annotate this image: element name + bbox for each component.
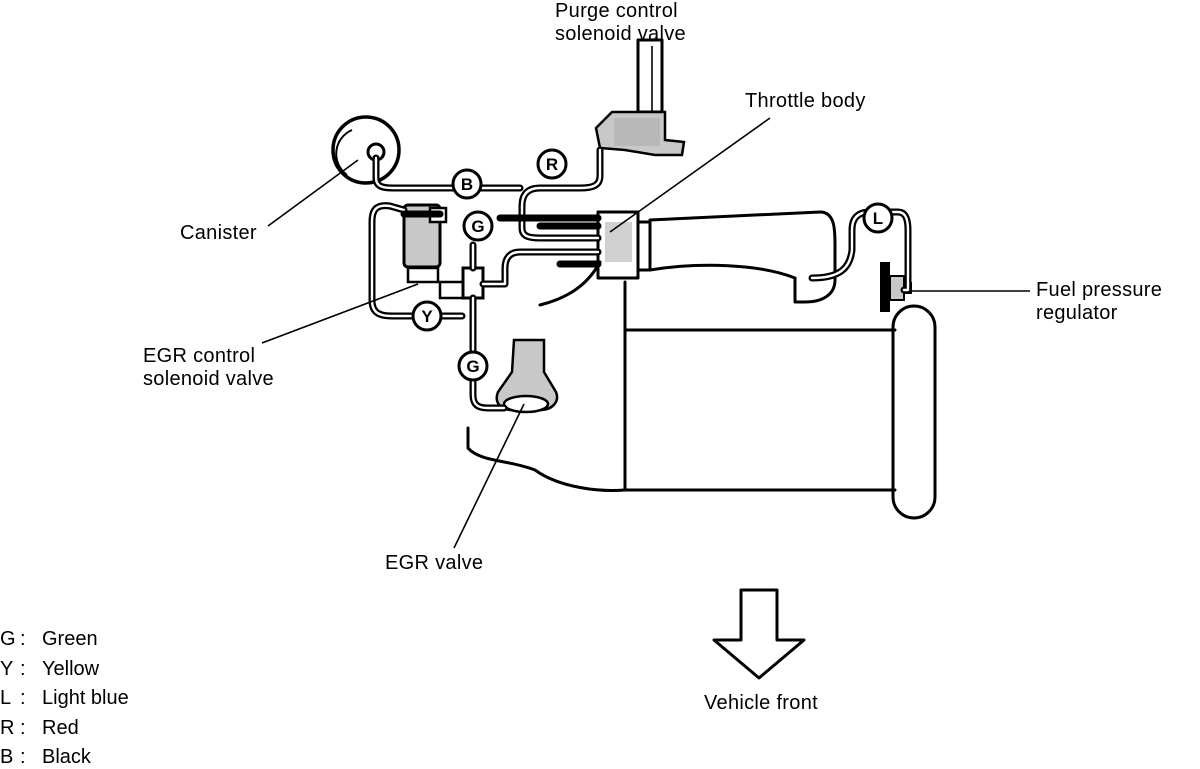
- legend-color-name: Black: [42, 746, 91, 768]
- leader-egr-solenoid: [261, 283, 419, 344]
- legend-item: B: Black: [0, 745, 91, 769]
- purge-valve-label: Purge control solenoid valve: [555, 0, 686, 45]
- svg-text:G: G: [466, 357, 479, 376]
- svg-text:R: R: [546, 155, 558, 174]
- legend-color-name: Green: [42, 628, 98, 650]
- purge-solenoid-shape: [594, 38, 686, 157]
- vacuum-hoses: [368, 146, 912, 412]
- hose-tag-green-upper: G: [462, 210, 494, 242]
- leader-egr-valve: [453, 403, 525, 549]
- legend-separator: :: [20, 687, 26, 709]
- legend-separator: :: [20, 628, 26, 650]
- hose-tag-black: B: [451, 168, 483, 200]
- svg-text:L: L: [873, 209, 883, 228]
- legend-color-name: Red: [42, 717, 79, 739]
- hose-tag-yellow: Y: [411, 300, 443, 332]
- leader-throttle: [609, 117, 771, 233]
- svg-text:B: B: [461, 175, 473, 194]
- egr-valve-label: EGR valve: [385, 552, 484, 574]
- svg-text:Y: Y: [421, 307, 433, 326]
- hose-tag-red: R: [536, 148, 568, 180]
- legend-code: B: [0, 746, 14, 768]
- hose-tag-green-lower: G: [457, 350, 489, 382]
- legend-code: G: [0, 628, 16, 650]
- legend-color-name: Light blue: [42, 687, 129, 709]
- legend-code: Y: [0, 658, 14, 680]
- canister-shape: [331, 115, 401, 185]
- egr-solenoid-label: EGR control solenoid valve: [143, 345, 274, 390]
- egr-valve-shape: [495, 338, 559, 414]
- legend-separator: :: [20, 658, 26, 680]
- vehicle-front-arrow: [712, 588, 806, 680]
- leader-canister: [267, 159, 359, 227]
- throttle-body-shape: [596, 210, 837, 304]
- legend-item: G: Green: [0, 627, 98, 651]
- hose-tag-light-blue: L: [862, 202, 894, 234]
- throttle-body-label: Throttle body: [745, 90, 866, 112]
- legend-item: Y: Yellow: [0, 657, 99, 681]
- vehicle-front-label: Vehicle front: [704, 692, 818, 714]
- intake-plenum: [466, 260, 937, 520]
- legend-item: R: Red: [0, 716, 79, 740]
- legend-color-name: Yellow: [42, 658, 100, 680]
- canister-label: Canister: [180, 222, 257, 244]
- legend-code: L: [0, 687, 12, 709]
- fuel-regulator-label: Fuel pressure regulator: [1036, 279, 1163, 324]
- legend-item: L: Light blue: [0, 686, 129, 710]
- legend-separator: :: [20, 746, 26, 768]
- svg-text:G: G: [471, 217, 484, 236]
- legend-code: R: [0, 717, 15, 739]
- egr-solenoid-shape: [402, 203, 466, 300]
- legend-separator: :: [20, 717, 26, 739]
